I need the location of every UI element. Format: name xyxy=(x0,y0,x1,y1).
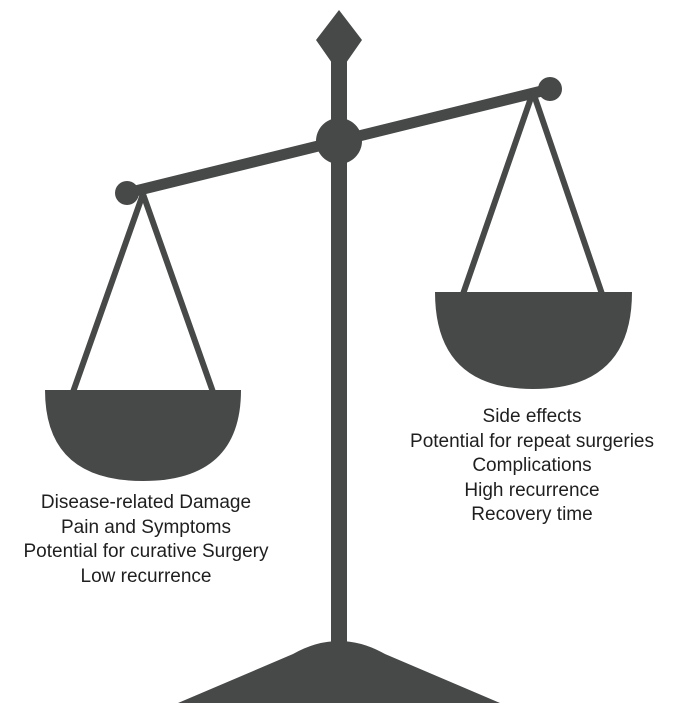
right-pan-item: High recurrence xyxy=(464,479,600,501)
right-pan-string-outer xyxy=(530,91,605,295)
scale-right-knob xyxy=(538,77,562,101)
right-pan-item: Side effects xyxy=(482,406,582,427)
left-pan-labels: Disease-related Damage Pain and Symptoms… xyxy=(0,491,292,589)
right-pan-item: Complications xyxy=(472,455,592,476)
left-pan xyxy=(45,390,241,481)
left-pan-item: Potential for curative Surgery xyxy=(23,541,269,562)
left-pan-string-inner xyxy=(140,193,216,393)
right-pan-item: Potential for repeat surgeries xyxy=(410,430,654,452)
left-pan-item: Disease-related Damage xyxy=(40,492,252,513)
left-pan-item: Low recurrence xyxy=(80,565,212,587)
scale-pivot xyxy=(316,118,362,164)
right-pan-item: Recovery time xyxy=(471,504,593,525)
scale-pole xyxy=(331,60,347,645)
scale-left-knob xyxy=(115,181,139,205)
right-pan xyxy=(435,292,632,389)
left-pan-item: Pain and Symptoms xyxy=(60,516,232,538)
scale-finial xyxy=(316,10,362,73)
right-pan-string-inner xyxy=(460,91,536,295)
left-pan-string-outer xyxy=(70,193,146,393)
scale-base xyxy=(178,641,500,703)
scale-icon xyxy=(45,10,632,703)
right-pan-labels: Side effects Potential for repeat surger… xyxy=(387,405,677,528)
